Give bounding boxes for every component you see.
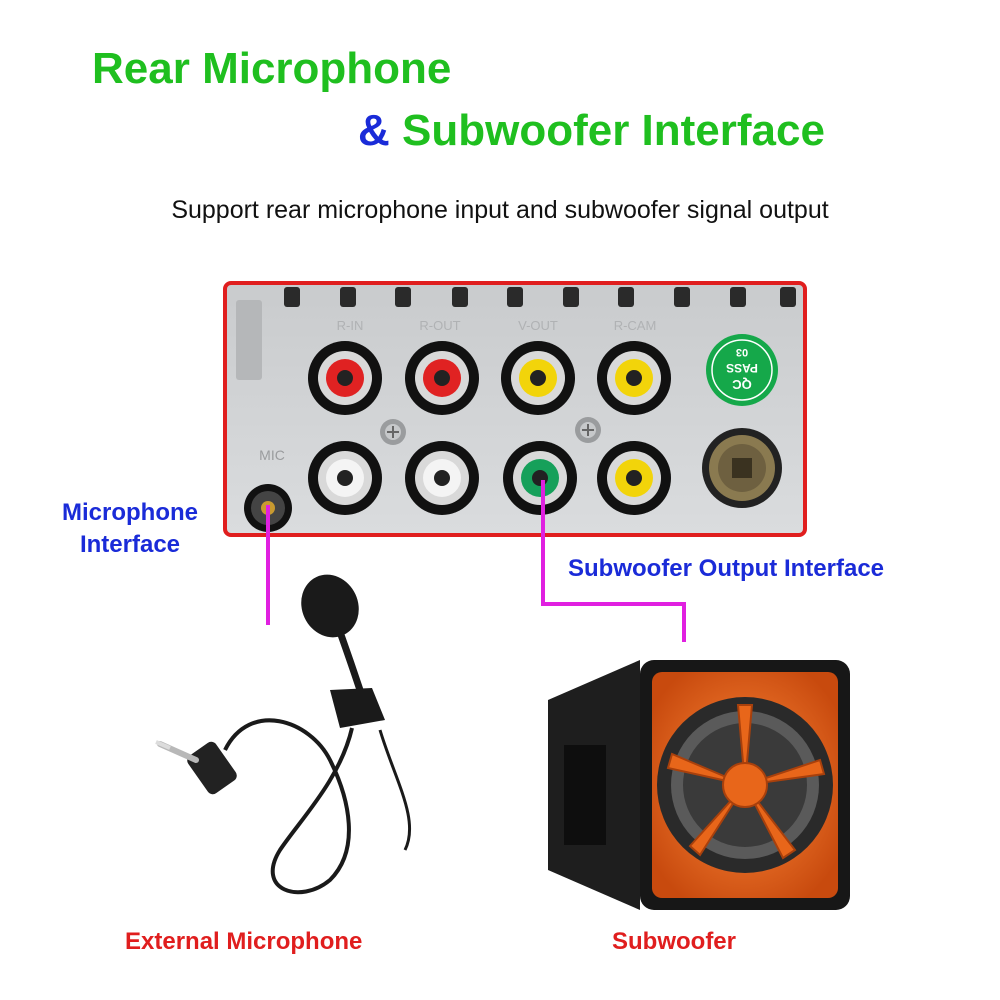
jack-label-r-out: R-OUT [419, 318, 460, 333]
connector-lines [266, 480, 686, 642]
title-line-2: & Subwoofer Interface [358, 106, 825, 156]
qc-sticker-line-2: PASS [726, 361, 758, 375]
rca-jack-subwoofer-out [503, 441, 577, 515]
power-connector-socket [702, 428, 782, 508]
jack-label-r-cam: R-CAM [614, 318, 657, 333]
jack-label-r-in: R-IN [337, 318, 364, 333]
qc-pass-sticker: QC PASS 03 [706, 334, 778, 406]
jack-label-v-out: V-OUT [518, 318, 558, 333]
subwoofer-label: Subwoofer [612, 928, 736, 955]
title-ampersand: & [358, 106, 390, 155]
panel-vent-slots [284, 287, 796, 307]
subwoofer-connector-line [541, 480, 686, 642]
rca-jack-bottom-2 [405, 441, 479, 515]
external-microphone-label: External Microphone [125, 928, 363, 955]
rca-jack-top-3 [501, 341, 575, 415]
panel-screw-right [575, 417, 601, 443]
rear-panel: R-IN R-OUT V-OUT R-CAM MIC [223, 281, 807, 537]
rca-jack-top-2 [405, 341, 479, 415]
qc-sticker-line-1: QC [732, 377, 752, 392]
external-microphone-image [155, 574, 412, 895]
title-line-2-text: Subwoofer Interface [389, 106, 825, 155]
rca-jack-bottom-1 [308, 441, 382, 515]
panel-screw-left [380, 419, 406, 445]
subwoofer-output-interface-label: Subwoofer Output Interface [568, 555, 885, 582]
microphone-interface-label-line-1: Microphone [62, 499, 198, 526]
rca-jack-bottom-4 [597, 441, 671, 515]
subwoofer-image [548, 660, 850, 910]
qc-sticker-line-3: 03 [736, 346, 748, 358]
microphone-interface-label-line-2: Interface [79, 531, 181, 558]
panel-side-bracket [236, 300, 262, 380]
microphone-interface-label: Microphone Interface [45, 499, 215, 559]
rca-jack-top-4 [597, 341, 671, 415]
title-line-1: Rear Microphone [92, 44, 452, 93]
mic-jack-label: MIC [259, 447, 285, 463]
rca-jack-top-1 [308, 341, 382, 415]
subtitle: Support rear microphone input and subwoo… [171, 196, 829, 224]
